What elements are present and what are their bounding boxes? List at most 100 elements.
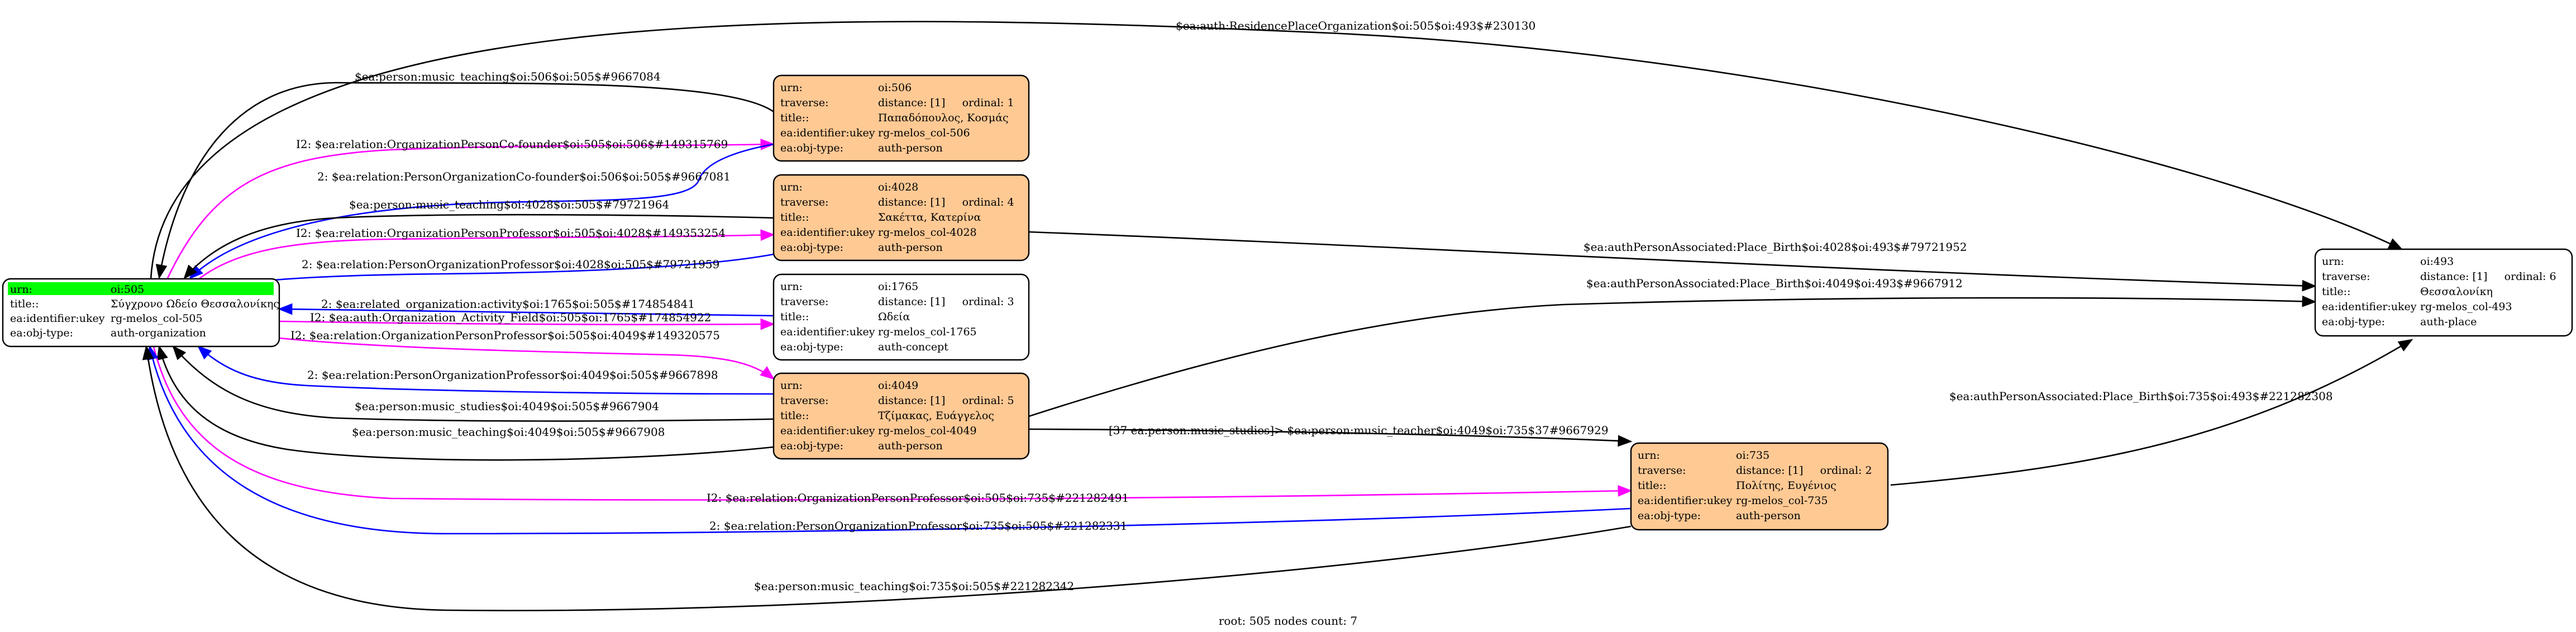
node-key: ea:obj-type:: [1638, 510, 1701, 522]
node-493[interactable]: urn: oi:493 traverse: distance: [1] ordi…: [2314, 248, 2573, 337]
node-frame: [1630, 442, 1889, 531]
node-key: ea:obj-type:: [10, 327, 73, 339]
node-title: Θεσσαλονίκη: [2420, 286, 2493, 298]
edge-birthplace-4049-493[interactable]: $ea:authPersonAssociated:Place_Birth$oi:…: [1028, 277, 2317, 417]
node-frame: [772, 74, 1030, 162]
node-title: Σακέττα, Κατερίνα: [878, 211, 981, 224]
node-key: traverse:: [780, 97, 829, 109]
edge-label: 2: $ea:related_organization:activity$oi:…: [321, 297, 695, 311]
node-key: ea:identifier:ukey: [10, 312, 105, 325]
node-ukey: rg-melos_col-1765: [878, 326, 977, 338]
edge-professor-505-4049[interactable]: I2: $ea:relation:OrganizationPersonProfe…: [279, 329, 775, 380]
edge-label: I2: $ea:relation:OrganizationPersonCo-fo…: [296, 137, 728, 151]
node-root-505[interactable]: urn: oi:505 title:: Σύγχρονο Ωδείο Θεσσα…: [2, 278, 280, 348]
node-type: auth-concept: [878, 341, 948, 353]
edge-label: 2: $ea:relation:PersonOrganizationCo-fou…: [317, 170, 731, 183]
edge-studies-4049-505[interactable]: $ea:person:music_studies$oi:4049$oi:505$…: [172, 345, 774, 422]
node-key: ea:obj-type:: [780, 341, 843, 353]
node-key: ea:identifier:ukey: [1638, 495, 1733, 507]
node-type: auth-place: [2420, 316, 2477, 328]
edge-label: $ea:person:music_studies$oi:4049$oi:505$…: [355, 400, 659, 413]
edge-cofounder-506-505[interactable]: 2: $ea:relation:PersonOrganizationCo-fou…: [189, 143, 774, 279]
node-type: auth-person: [878, 241, 943, 254]
node-key: title::: [780, 211, 809, 224]
node-key: ea:obj-type:: [780, 142, 843, 154]
node-735[interactable]: urn: oi:735 traverse: distance: [1] ordi…: [1630, 442, 1889, 531]
node-key: urn:: [780, 281, 803, 293]
node-urn: oi:4049: [878, 379, 918, 392]
node-traverse: distance: [1] ordinal: 1: [878, 97, 1014, 109]
node-urn: oi:493: [2420, 255, 2454, 268]
node-key: title::: [10, 298, 39, 310]
node-ukey: rg-melos_col-735: [1736, 495, 1828, 507]
node-key: traverse:: [780, 296, 829, 308]
node-4049[interactable]: urn: oi:4049 traverse: distance: [1] ord…: [772, 372, 1030, 460]
edge-label: 2: $ea:relation:PersonOrganizationProfes…: [302, 258, 719, 271]
node-title: Παπαδόπουλος, Κοσμάς: [878, 112, 1009, 124]
edge-teacher-4049-735[interactable]: [37 ea:person:music_studies]> $ea:person…: [1028, 424, 1633, 447]
node-traverse: distance: [1] ordinal: 5: [878, 395, 1014, 407]
node-title: Ωδεία: [878, 311, 910, 323]
node-4028[interactable]: urn: oi:4028 traverse: distance: [1] ord…: [772, 174, 1030, 262]
node-key: title::: [780, 112, 809, 124]
edge-label: $ea:authPersonAssociated:Place_Birth$oi:…: [1949, 389, 2333, 403]
node-key: urn:: [780, 82, 803, 94]
edge-label: 2: $ea:relation:PersonOrganizationProfes…: [307, 368, 718, 382]
node-key: urn:: [780, 379, 803, 392]
node-1765[interactable]: urn: oi:1765 traverse: distance: [1] ord…: [772, 273, 1030, 361]
edge-professor-735-505[interactable]: 2: $ea:relation:PersonOrganizationProfes…: [147, 345, 1632, 535]
node-key: urn:: [2322, 255, 2344, 268]
edge-activity-1765-505[interactable]: 2: $ea:related_organization:activity$oi:…: [278, 297, 774, 317]
node-key: ea:obj-type:: [780, 440, 843, 452]
edge-label: $ea:authPersonAssociated:Place_Birth$oi:…: [1586, 277, 1963, 290]
node-title: Τζίμακας, Ευάγγελος: [878, 410, 994, 422]
node-type: auth-person: [878, 142, 943, 154]
node-key: title::: [1638, 479, 1666, 492]
edge-label: $ea:person:music_teaching$oi:506$oi:505$…: [355, 70, 661, 83]
edge-teaching-4049-505[interactable]: $ea:person:music_teaching$oi:4049$oi:505…: [156, 345, 774, 461]
edge-activity-field-505-1765[interactable]: I2: $ea:auth:Organization_Activity_Field…: [279, 311, 775, 330]
edge-teaching-506-505[interactable]: $ea:person:music_teaching$oi:506$oi:505$…: [155, 70, 774, 279]
graph-footer: root: 505 nodes count: 7: [1219, 614, 1357, 628]
edge-professor-505-4028[interactable]: I2: $ea:relation:OrganizationPersonProfe…: [198, 226, 775, 281]
edge-label: $ea:auth:ResidencePlaceOrganization$oi:5…: [1176, 19, 1535, 32]
edge-label: [37 ea:person:music_studies]> $ea:person…: [1109, 424, 1609, 437]
node-ukey: rg-melos_col-4049: [878, 425, 977, 437]
node-frame: [2314, 248, 2573, 337]
node-ukey: rg-melos_col-506: [878, 127, 970, 139]
node-frame: [772, 372, 1030, 460]
edge-label: $ea:person:music_teaching$oi:4049$oi:505…: [352, 425, 665, 439]
edge-professor-4028-505[interactable]: 2: $ea:relation:PersonOrganizationProfes…: [208, 253, 774, 291]
node-traverse: distance: [1] ordinal: 4: [878, 196, 1014, 208]
node-506[interactable]: urn: oi:506 traverse: distance: [1] ordi…: [772, 74, 1030, 162]
node-type: auth-person: [878, 440, 943, 452]
node-key: title::: [780, 410, 809, 422]
edge-birthplace-4028-493[interactable]: $ea:authPersonAssociated:Place_Birth$oi:…: [1028, 231, 2317, 292]
node-key: ea:identifier:ukey: [780, 326, 875, 338]
node-title: Πολίτης, Ευγένιος: [1736, 479, 1836, 492]
edge-professor-505-735[interactable]: I2: $ea:relation:OrganizationPersonProfe…: [152, 346, 1633, 505]
node-ukey: rg-melos_col-505: [111, 312, 203, 325]
node-frame: [772, 273, 1030, 361]
node-urn: oi:506: [878, 82, 912, 94]
edge-birthplace-735-493[interactable]: $ea:authPersonAssociated:Place_Birth$oi:…: [1890, 339, 2413, 486]
node-key: ea:identifier:ukey: [2322, 301, 2417, 313]
edge-cofounder-505-506[interactable]: I2: $ea:relation:OrganizationPersonCo-fo…: [166, 137, 775, 279]
node-key: title::: [2322, 286, 2350, 298]
node-title: Σύγχρονο Ωδείο Θεσσαλονίκης: [111, 298, 279, 310]
node-urn: oi:4028: [878, 181, 918, 193]
edge-label: $ea:authPersonAssociated:Place_Birth$oi:…: [1583, 240, 1967, 254]
node-ukey: rg-melos_col-4028: [878, 226, 977, 239]
node-key: traverse:: [2322, 270, 2370, 283]
edge-teaching-735-505[interactable]: $ea:person:music_teaching$oi:735$oi:505$…: [142, 345, 1632, 611]
edge-label: I2: $ea:relation:OrganizationPersonProfe…: [290, 329, 720, 342]
edge-teaching-4028-505[interactable]: $ea:person:music_teaching$oi:4028$oi:505…: [183, 198, 774, 279]
root-highlight-bar: [8, 282, 274, 295]
edge-label: 2: $ea:relation:PersonOrganizationProfes…: [709, 519, 1127, 533]
edge-residence-505-493[interactable]: $ea:auth:ResidencePlaceOrganization$oi:5…: [150, 19, 2403, 280]
edge-professor-4049-505[interactable]: 2: $ea:relation:PersonOrganizationProfes…: [197, 345, 774, 395]
edge-label: $ea:person:music_teaching$oi:4028$oi:505…: [349, 198, 669, 211]
node-key: ea:obj-type:: [780, 241, 843, 254]
node-key: traverse:: [780, 196, 829, 208]
